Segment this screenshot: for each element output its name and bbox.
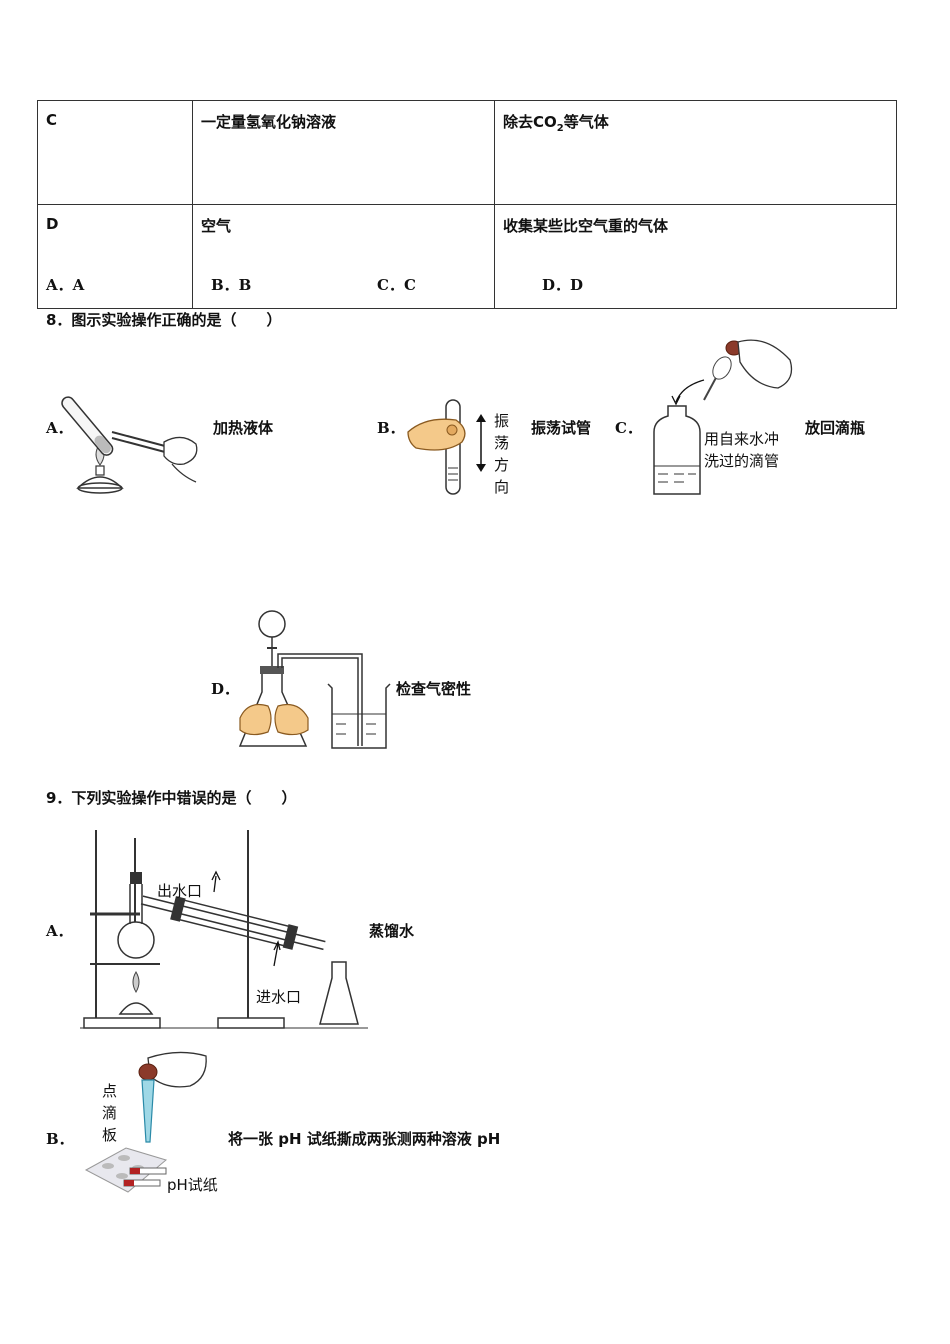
q8-option-d-text: 检查气密性 bbox=[396, 680, 472, 698]
q8-option-c-label[interactable]: C． bbox=[615, 419, 642, 437]
airtightness-check-figure bbox=[238, 610, 391, 749]
table-row: C 一定量氢氧化钠溶液 除去CO2等气体 bbox=[37, 100, 897, 205]
q8-option-c-text: 放回滴瓶 bbox=[805, 419, 866, 437]
answer-option-b[interactable]: B．B bbox=[211, 276, 252, 294]
distillation-figure bbox=[80, 830, 368, 1029]
question-9-stem: 9．下列实验操作中错误的是（ ） bbox=[46, 789, 297, 807]
spot-plate-label: 点 滴 板 bbox=[102, 1082, 118, 1144]
q8-option-d-label[interactable]: D． bbox=[211, 680, 240, 698]
q8-option-a-label[interactable]: A． bbox=[46, 419, 73, 437]
q8-option-b-text: 振荡试管 bbox=[531, 419, 592, 437]
reagent-cell: 空气 bbox=[192, 204, 495, 309]
use-cell: 收集某些比空气重的气体 bbox=[494, 204, 897, 309]
answer-option-c[interactable]: C．C bbox=[377, 276, 416, 294]
answer-option-d[interactable]: D．D bbox=[542, 276, 584, 294]
water-outlet-label: 出水口 bbox=[157, 882, 203, 900]
row-label: C bbox=[37, 100, 193, 205]
options-table: C 一定量氢氧化钠溶液 除去CO2等气体 D 空气 收集某些比空气重的气体 bbox=[37, 100, 897, 309]
ph-paper-label: pH试纸 bbox=[167, 1176, 218, 1194]
q8-option-a-text: 加热液体 bbox=[213, 419, 274, 437]
shake-direction-label: 振 荡 方 向 bbox=[494, 412, 510, 496]
row-label: D bbox=[37, 204, 193, 309]
washed-dropper-note: 用自来水冲 洗过的滴管 bbox=[704, 430, 780, 470]
dropper-bottle-figure bbox=[653, 339, 793, 495]
shaking-test-tube-figure bbox=[407, 399, 466, 495]
q9-option-a-text: 蒸馏水 bbox=[369, 922, 415, 940]
question-8-stem: 8．图示实验操作正确的是（ ） bbox=[46, 311, 282, 329]
q9-option-b-label[interactable]: B． bbox=[46, 1130, 74, 1148]
double-arrow-icon bbox=[476, 414, 486, 472]
q8-option-b-label[interactable]: B． bbox=[377, 419, 405, 437]
q9-option-a-label[interactable]: A． bbox=[46, 922, 73, 940]
heating-liquid-figure bbox=[61, 396, 198, 494]
answer-option-a[interactable]: A．A bbox=[46, 276, 85, 294]
q9-option-b-text: 将一张 pH 试纸撕成两张测两种溶液 pH bbox=[228, 1130, 501, 1148]
use-cell: 除去CO2等气体 bbox=[494, 100, 897, 205]
ph-test-figure bbox=[84, 1051, 207, 1193]
table-row: D 空气 收集某些比空气重的气体 bbox=[37, 204, 897, 309]
reagent-cell: 一定量氢氧化钠溶液 bbox=[192, 100, 495, 205]
water-inlet-label: 进水口 bbox=[256, 988, 302, 1006]
